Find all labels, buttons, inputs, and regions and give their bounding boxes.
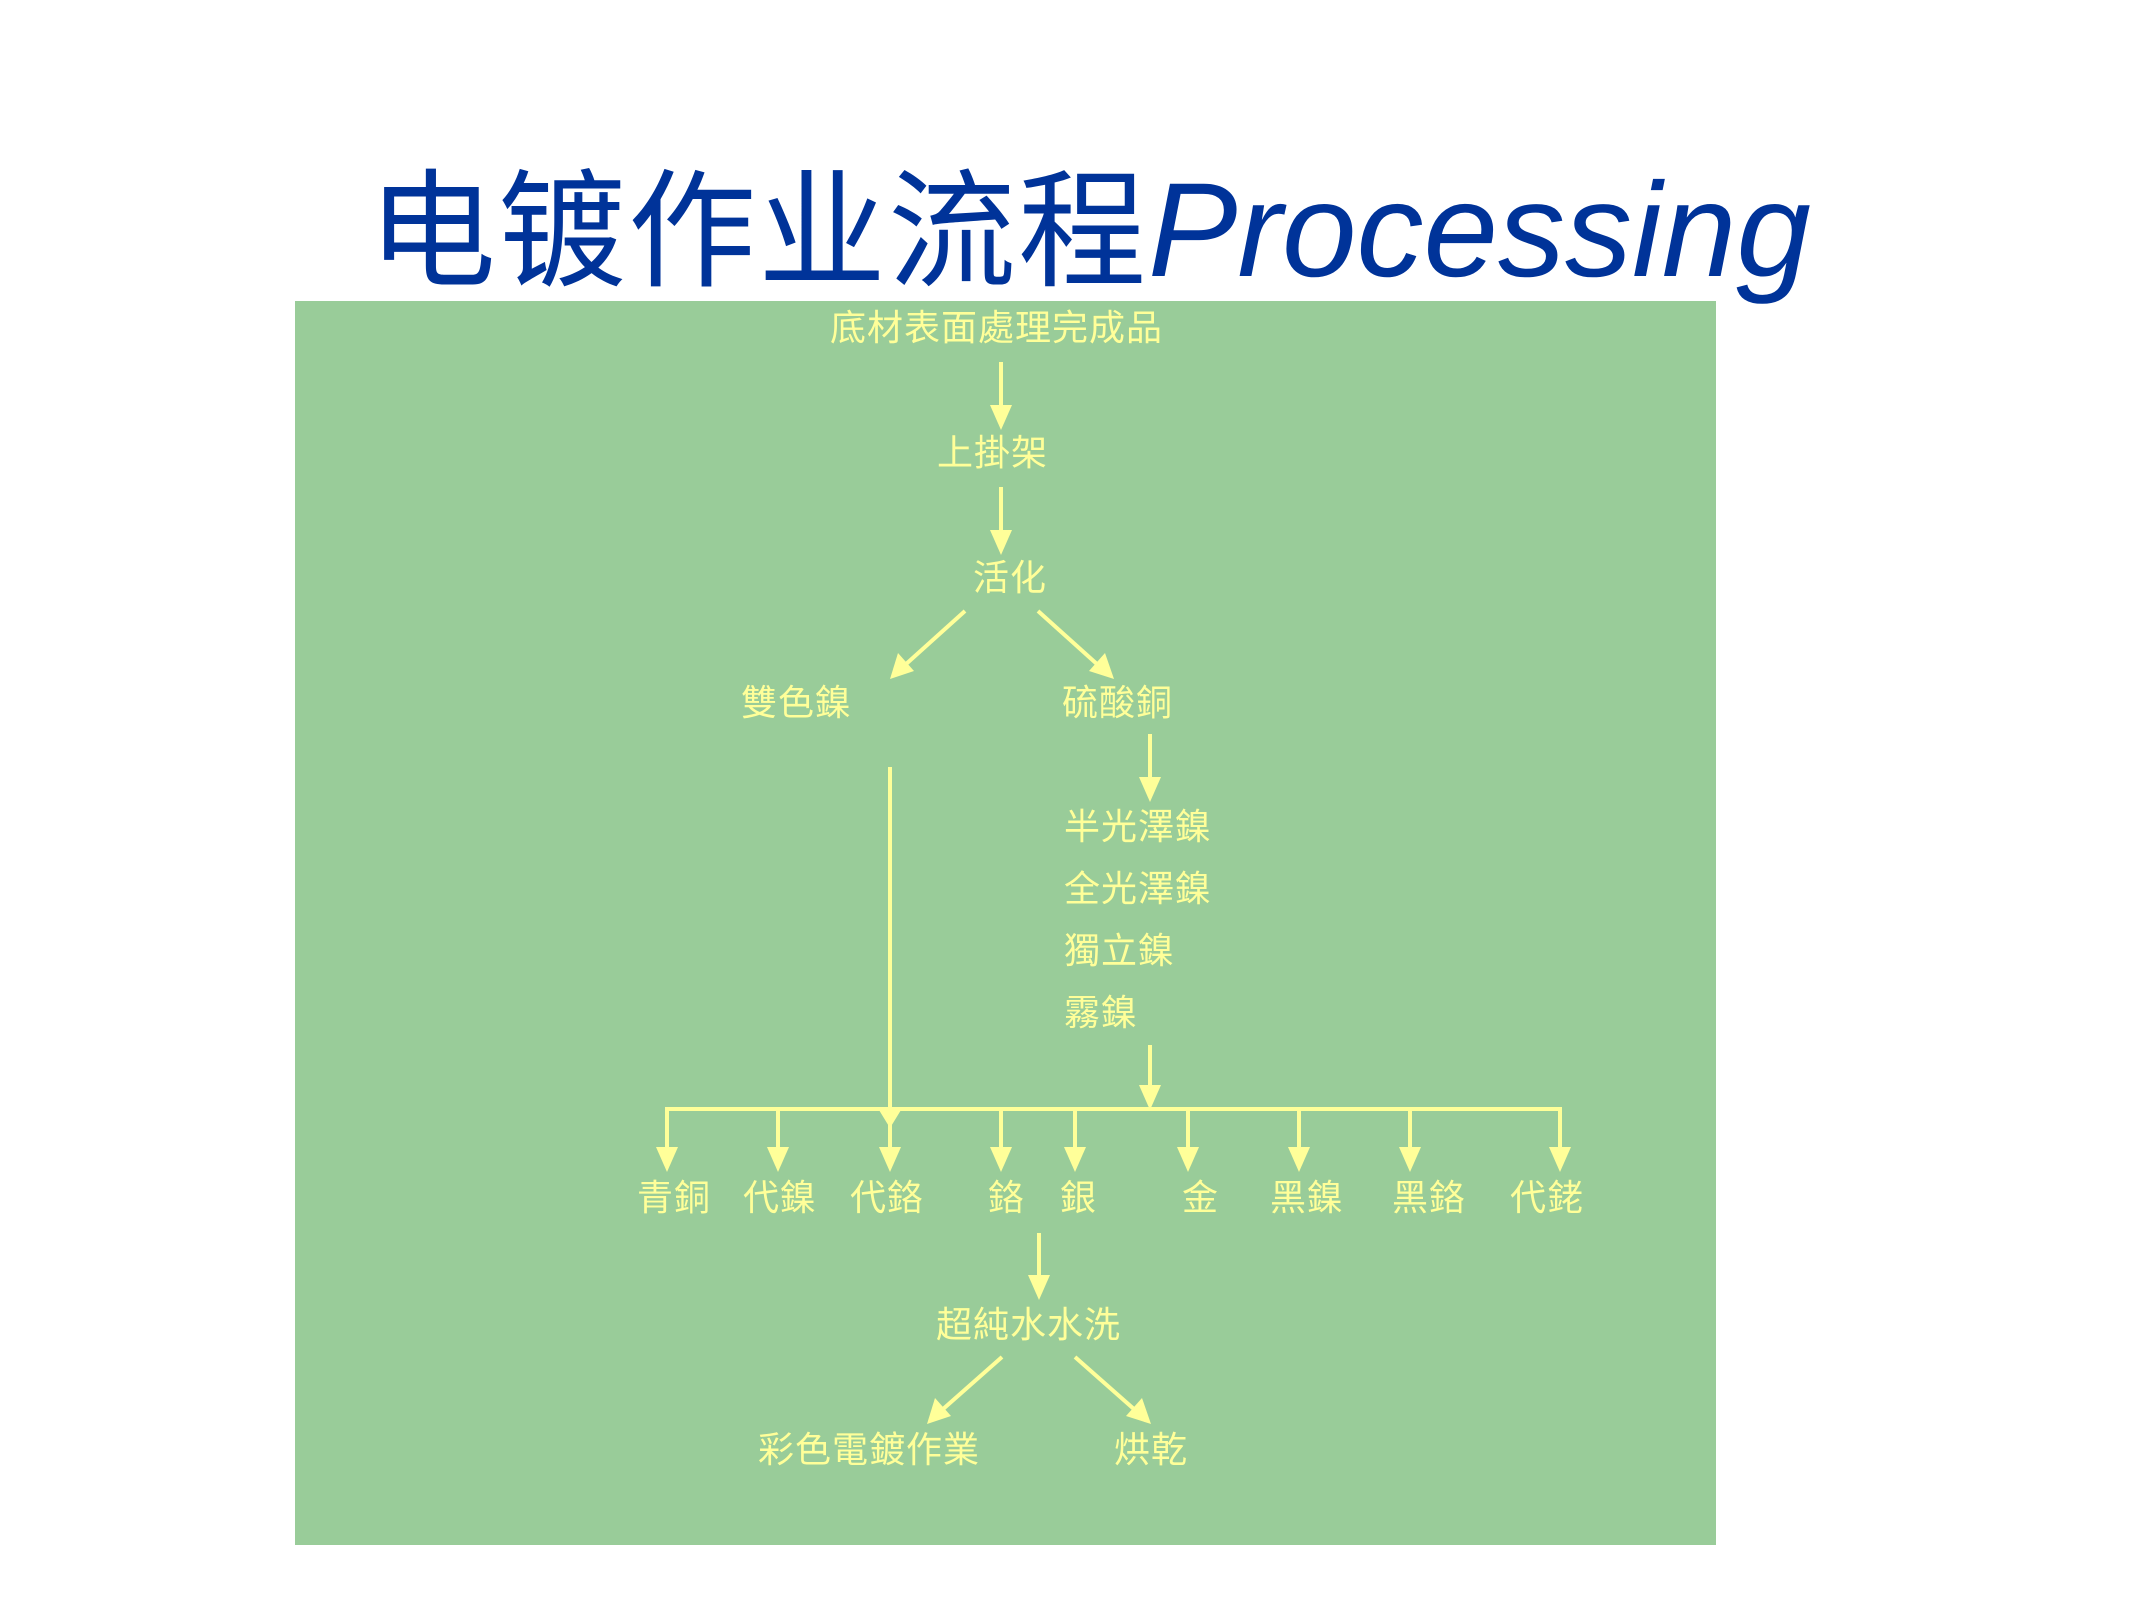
flowchart-panel	[295, 301, 1716, 1545]
node-finish-black-nickel: 黑鎳	[1270, 1178, 1345, 1219]
node-finish-sub-chrome: 代鉻	[850, 1178, 925, 1219]
page-title: 电镀作业流程Processing	[368, 128, 1811, 307]
node-substrate-finished: 底材表面處理完成品	[830, 308, 1164, 349]
node-dual-nickel: 雙色鎳	[741, 683, 853, 724]
node-finish-gold: 金	[1182, 1178, 1220, 1219]
node-ultrapure-rinse: 超純水水洗	[936, 1305, 1122, 1346]
node-finish-black-chrome: 黑鉻	[1392, 1178, 1467, 1219]
title-chinese: 电镀作业流程	[368, 158, 1149, 307]
node-satin-nickel: 霧鎳	[1064, 993, 1139, 1034]
node-bright-nickel: 全光澤鎳	[1064, 869, 1213, 910]
node-activation: 活化	[973, 558, 1048, 599]
node-finish-sub-rhodium: 代銠	[1510, 1178, 1585, 1219]
node-semi-bright-nickel: 半光澤鎳	[1064, 807, 1213, 848]
node-finish-sub-nickel: 代鎳	[743, 1178, 818, 1219]
node-finish-chrome: 鉻	[988, 1178, 1026, 1219]
node-copper-sulfate: 硫酸銅	[1062, 683, 1174, 724]
node-drying: 烘乾	[1114, 1430, 1189, 1471]
node-finish-bronze: 青銅	[637, 1178, 712, 1219]
node-color-plating: 彩色電鍍作業	[758, 1430, 981, 1471]
node-independent-nickel: 獨立鎳	[1064, 931, 1176, 972]
node-finish-silver: 銀	[1060, 1178, 1098, 1219]
title-english: Processing	[1148, 156, 1811, 305]
node-racking: 上掛架	[937, 433, 1049, 474]
nickel-options-list: 半光澤鎳 全光澤鎳 獨立鎳 霧鎳	[1064, 808, 1212, 1056]
